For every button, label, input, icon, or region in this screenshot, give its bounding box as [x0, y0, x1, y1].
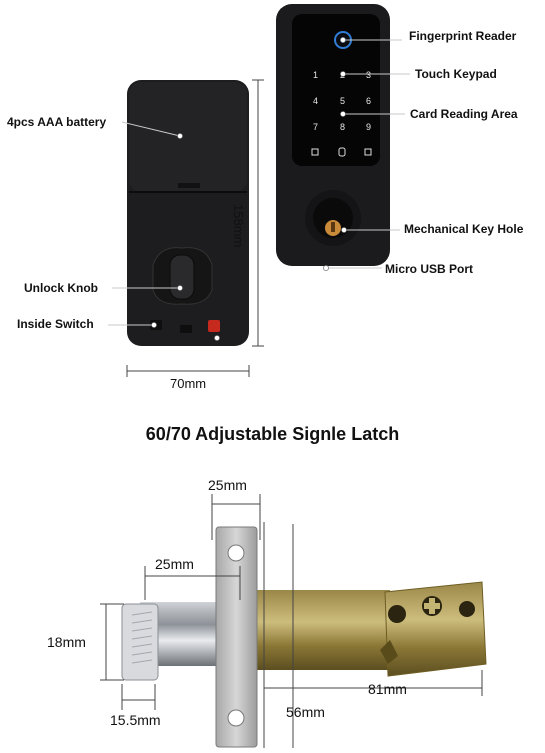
label-unlock-knob: Unlock Knob	[24, 281, 98, 295]
svg-text:8: 8	[340, 122, 345, 132]
dim-height: 158mm	[231, 204, 246, 248]
exterior-unit: 1 2 3 4 5 6 7 8 9	[276, 4, 390, 266]
svg-text:4: 4	[313, 96, 318, 106]
label-card-reading-area: Card Reading Area	[410, 107, 518, 121]
dim-latch-top: 25mm	[208, 477, 247, 493]
latch-dimension-lines	[100, 494, 483, 748]
callout-dots	[151, 37, 347, 341]
label-inside-switch: Inside Switch	[17, 317, 94, 331]
dim-latch-inner: 25mm	[155, 556, 194, 572]
dim-latch-height: 18mm	[47, 634, 86, 650]
width-dimension-line	[126, 365, 250, 377]
svg-text:6: 6	[366, 96, 371, 106]
label-touch-keypad: Touch Keypad	[415, 67, 497, 81]
latch-title: 60/70 Adjustable Signle Latch	[145, 424, 400, 444]
interior-unit	[127, 80, 249, 346]
dim-width: 70mm	[170, 376, 207, 391]
label-mechanical-key-hole: Mechanical Key Hole	[404, 222, 524, 236]
latch-assembly	[121, 526, 487, 748]
svg-text:3: 3	[366, 70, 371, 80]
svg-text:1: 1	[313, 70, 318, 80]
svg-text:7: 7	[313, 122, 318, 132]
label-micro-usb-port: Micro USB Port	[385, 262, 474, 276]
label-battery: 4pcs AAA battery	[7, 115, 107, 129]
svg-text:9: 9	[366, 122, 371, 132]
label-fingerprint-reader: Fingerprint Reader	[409, 29, 517, 43]
svg-text:5: 5	[340, 96, 345, 106]
dim-latch-total: 81mm	[368, 681, 407, 697]
callout-lines	[108, 39, 410, 326]
dim-latch-backset: 56mm	[286, 704, 325, 720]
dim-latch-face: 15.5mm	[110, 712, 161, 728]
height-dimension-line	[252, 79, 264, 347]
